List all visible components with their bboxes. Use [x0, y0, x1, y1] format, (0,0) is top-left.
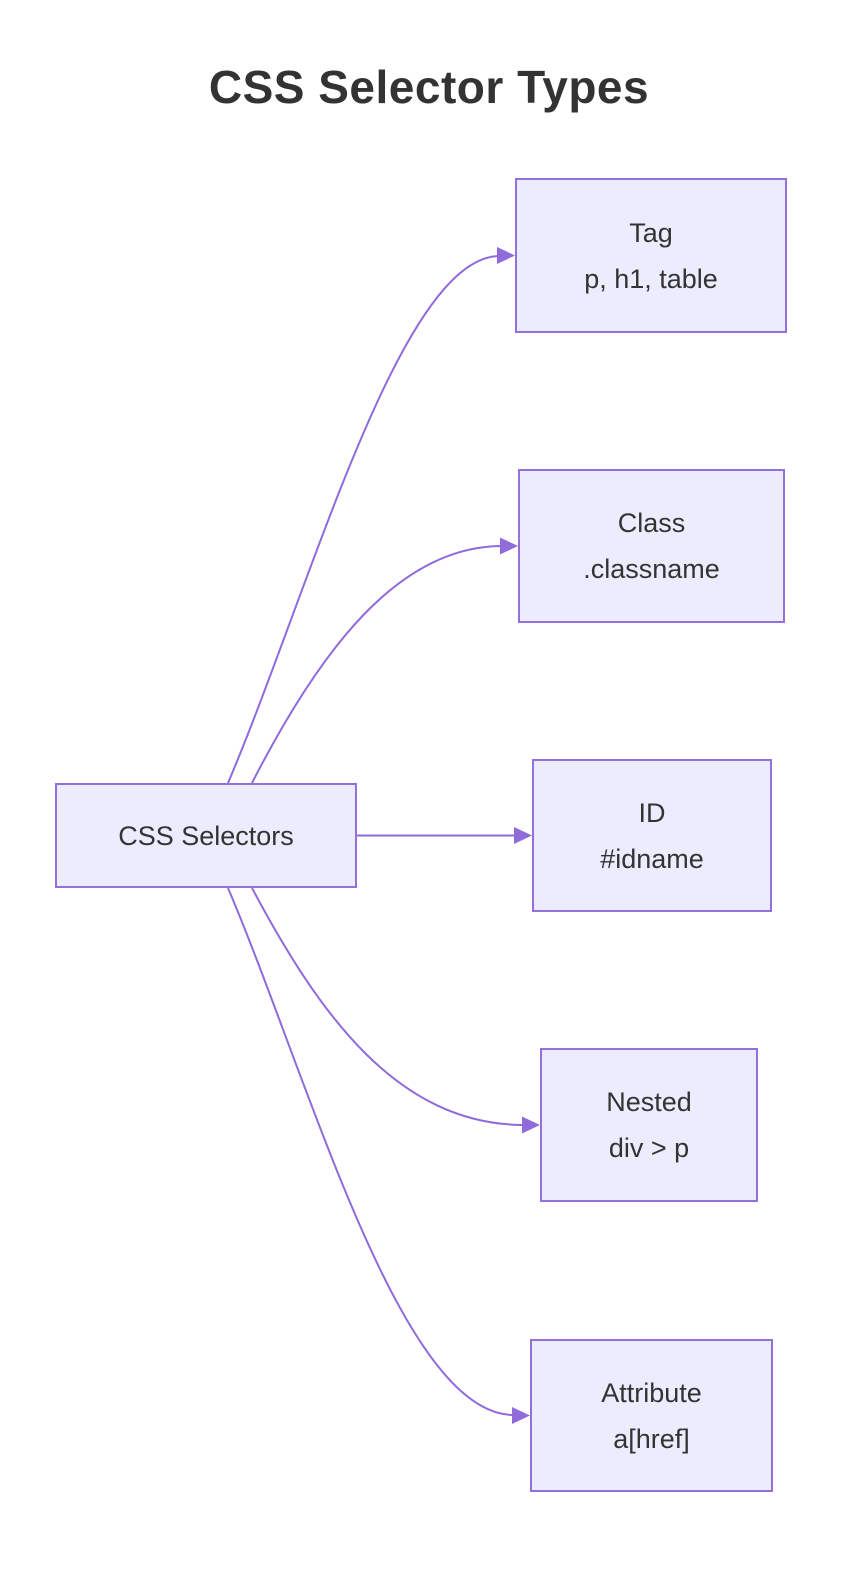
node-css-selectors-label: CSS Selectors [118, 820, 294, 851]
node-tag: Tag p, h1, table [515, 178, 787, 333]
node-class: Class .classname [518, 469, 785, 623]
diagram-title: CSS Selector Types [208, 61, 650, 113]
node-attribute-label: Attribute [601, 1377, 702, 1408]
edge-line [251, 545, 502, 784]
node-class-label: Class [617, 508, 686, 538]
arrowhead-icon [497, 247, 515, 264]
node-css-selectors: CSS Selectors [55, 783, 357, 888]
node-class-example: .classname [583, 554, 720, 584]
edge-css-selectors-to-attribute [227, 887, 530, 1424]
edge-css-selectors-to-nested [251, 887, 540, 1134]
node-nested-label: Nested [606, 1087, 692, 1117]
edge-css-selectors-to-id [357, 827, 532, 844]
node-tag-example: p, h1, table [584, 263, 718, 294]
node-id-example: #idname [600, 843, 704, 874]
node-id: ID #idname [532, 759, 772, 912]
edge-line [251, 887, 524, 1126]
arrowhead-icon [522, 1116, 540, 1134]
node-id-label: ID [638, 797, 666, 828]
node-nested: Nested div > p [540, 1048, 758, 1202]
node-attribute: Attribute a[href] [530, 1339, 773, 1492]
arrowhead-icon [500, 537, 518, 555]
edge-line [227, 887, 514, 1416]
node-attribute-example: a[href] [613, 1423, 690, 1454]
edge-css-selectors-to-class [251, 537, 518, 784]
node-tag-label: Tag [629, 217, 673, 248]
arrowhead-icon [512, 1407, 530, 1424]
arrowhead-icon [514, 827, 532, 844]
edge-line [227, 255, 500, 784]
node-nested-example: div > p [608, 1133, 690, 1163]
edge-css-selectors-to-tag [227, 247, 515, 784]
